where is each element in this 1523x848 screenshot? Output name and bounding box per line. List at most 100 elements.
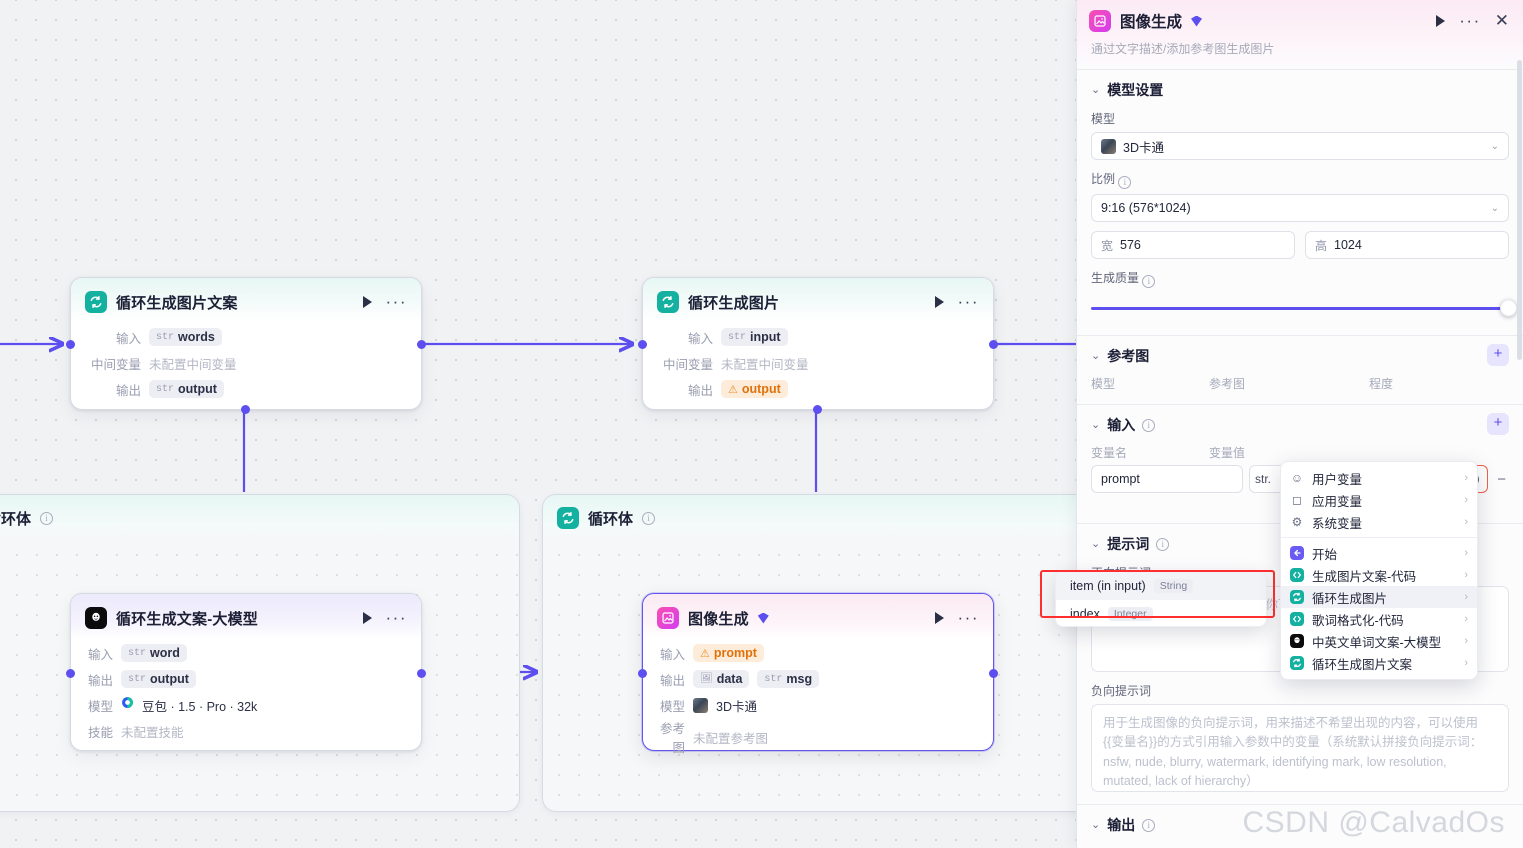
- more-icon[interactable]: ···: [957, 608, 979, 627]
- row-value: 未配置中间变量: [149, 357, 237, 372]
- code-icon: [1290, 612, 1304, 626]
- add-input-button[interactable]: +: [1487, 413, 1509, 435]
- variable-reference-popup[interactable]: ☺ 用户变量 › ◻ 应用变量 › ⚙ 系统变量 › 开始 › 生成图片文案-代…: [1280, 461, 1478, 680]
- ratio-select[interactable]: 9:16 (576*1024) ⌄: [1091, 194, 1509, 222]
- width-input[interactable]: 宽 576: [1091, 231, 1295, 259]
- ref-item-app-variable[interactable]: ◻ 应用变量 ›: [1281, 489, 1477, 511]
- node-actions: ···: [362, 292, 407, 311]
- node-loop-gen-image[interactable]: 循环生成图片 ··· 输入 str input 中间变量 未配置中间变量: [638, 277, 998, 414]
- height-input[interactable]: 高 1024: [1305, 231, 1509, 259]
- suggestion-item-item[interactable]: item (in input) String: [1056, 572, 1266, 600]
- quality-slider[interactable]: [1091, 293, 1517, 323]
- var-name-input[interactable]: prompt: [1091, 465, 1243, 493]
- port-left[interactable]: [638, 669, 647, 678]
- node-row-input: 输入 ⚠ prompt: [657, 640, 979, 666]
- port-chip-warning[interactable]: ⚠ output: [721, 380, 788, 398]
- width-label: 宽: [1101, 238, 1114, 253]
- info-icon[interactable]: i: [1142, 818, 1156, 832]
- port-left[interactable]: [66, 340, 75, 349]
- port-chip-warning[interactable]: ⚠ prompt: [693, 644, 764, 662]
- run-icon[interactable]: [1436, 15, 1446, 27]
- node-title: 循环生成文案-大模型: [116, 610, 258, 628]
- col-var-name: 变量名: [1091, 446, 1128, 460]
- ref-item-loop-gen-image-text[interactable]: 循环生成图片文案 ›: [1281, 652, 1477, 674]
- run-icon[interactable]: [934, 296, 944, 308]
- workflow-canvas[interactable]: 循环体 i 循环体 i: [0, 0, 1076, 848]
- node-loop-text-llm[interactable]: 循环生成文案-大模型 ··· 输入 str word 输出 s: [66, 593, 426, 751]
- port-right[interactable]: [417, 340, 426, 349]
- col-model: 模型: [1091, 377, 1116, 391]
- section-header[interactable]: ⌄ 输入 i: [1091, 415, 1509, 435]
- chip-value: input: [750, 330, 781, 344]
- run-icon[interactable]: [362, 612, 372, 624]
- info-icon[interactable]: i: [1142, 418, 1156, 432]
- more-icon[interactable]: ···: [1459, 11, 1481, 30]
- section-header[interactable]: ⌄ 提示词 i: [1091, 534, 1509, 554]
- port-bottom[interactable]: [241, 405, 250, 414]
- port-left[interactable]: [66, 669, 75, 678]
- node-image-gen[interactable]: 图像生成 ··· 输入 ⚠ prompt 输出: [638, 593, 998, 755]
- section-header[interactable]: ⌄ 输出 i: [1091, 815, 1509, 835]
- ref-item-system-variable[interactable]: ⚙ 系统变量 ›: [1281, 511, 1477, 533]
- section-title: 提示词: [1107, 536, 1150, 552]
- ref-item-loop-gen-image[interactable]: 循环生成图片 ›: [1281, 586, 1477, 608]
- section-header[interactable]: ⌄ 参考图: [1091, 346, 1509, 366]
- port-chip[interactable]: str output: [149, 380, 224, 398]
- info-icon[interactable]: i: [1118, 176, 1132, 189]
- close-icon[interactable]: ✕: [1494, 11, 1509, 30]
- chevron-down-icon: ⌄: [1490, 202, 1499, 214]
- info-icon[interactable]: i: [1156, 537, 1170, 551]
- add-reference-button[interactable]: +: [1487, 344, 1509, 366]
- slider-track[interactable]: [1091, 299, 1517, 317]
- ref-item-start[interactable]: 开始 ›: [1281, 542, 1477, 564]
- node-config-panel[interactable]: 图像生成 ··· ✕ 通过文字描述/添加参考图生成图片 ⌄ 模型设置 模型 3D…: [1076, 0, 1523, 848]
- quality-label: 生成质量 i: [1091, 269, 1509, 288]
- node-header: 循环生成图片 ···: [643, 278, 993, 322]
- model-name: 豆包 · 1.5 · Pro · 32k: [142, 699, 258, 714]
- info-icon[interactable]: i: [642, 511, 656, 525]
- more-icon[interactable]: ···: [385, 292, 407, 311]
- port-chip[interactable]: str word: [121, 644, 187, 662]
- model-select[interactable]: 3D卡通 ⌄: [1091, 132, 1509, 160]
- section-header[interactable]: ⌄ 模型设置: [1091, 80, 1509, 100]
- slider-knob[interactable]: [1500, 299, 1517, 317]
- info-icon[interactable]: i: [1142, 275, 1156, 288]
- row-label: 输入: [659, 647, 685, 662]
- port-chip-data[interactable]: 🖼 data: [693, 670, 750, 688]
- ref-item-gen-image-text-code[interactable]: 生成图片文案-代码 ›: [1281, 564, 1477, 586]
- chevron-down-icon: ⌄: [1091, 537, 1101, 550]
- suggestion-item-index[interactable]: index Integer: [1056, 600, 1266, 626]
- row-label: 输入: [687, 331, 713, 346]
- run-icon[interactable]: [934, 612, 944, 624]
- port-left[interactable]: [638, 340, 647, 349]
- remove-input-button[interactable]: −: [1497, 470, 1506, 488]
- ref-label: 循环生成图片文案: [1312, 657, 1413, 672]
- ref-item-cn-en-word-llm[interactable]: 中英文单词文案-大模型 ›: [1281, 630, 1477, 652]
- chevron-down-icon: ⌄: [1091, 818, 1101, 831]
- port-chip[interactable]: str input: [721, 328, 788, 346]
- variable-suggestion-popup[interactable]: item (in input) String index Integer: [1055, 571, 1267, 627]
- port-chip[interactable]: str words: [149, 328, 222, 346]
- chip-value: data: [716, 672, 743, 686]
- suggestion-type-badge: Integer: [1107, 607, 1153, 621]
- port-right[interactable]: [989, 340, 998, 349]
- ref-item-user-variable[interactable]: ☺ 用户变量 ›: [1281, 467, 1477, 489]
- panel-scrollbar[interactable]: [1517, 60, 1522, 360]
- negative-prompt-textarea[interactable]: 用于生成图像的负向提示词，用来描述不希望出现的内容，可以使用{{变量名}}的方式…: [1091, 704, 1509, 792]
- chip-value: output: [150, 672, 189, 686]
- port-chip-msg[interactable]: str msg: [757, 670, 820, 688]
- run-icon[interactable]: [362, 296, 372, 308]
- section-title: 模型设置: [1107, 82, 1164, 98]
- port-bottom[interactable]: [813, 405, 822, 414]
- more-icon[interactable]: ···: [385, 608, 407, 627]
- more-icon[interactable]: ···: [957, 292, 979, 311]
- node-loop-gen-text[interactable]: 循环生成图片文案 ··· 输入 str words 中间变量 未配置中间变量: [66, 277, 426, 414]
- port-right[interactable]: [989, 669, 998, 678]
- chip-type: str: [728, 331, 747, 343]
- info-icon[interactable]: i: [40, 511, 54, 525]
- image-gen-icon: [657, 607, 679, 629]
- port-chip[interactable]: str output: [121, 670, 196, 688]
- loop-body-left[interactable]: 循环体 i: [0, 494, 520, 812]
- port-right[interactable]: [417, 669, 426, 678]
- ref-item-lyrics-format-code[interactable]: 歌词格式化-代码 ›: [1281, 608, 1477, 630]
